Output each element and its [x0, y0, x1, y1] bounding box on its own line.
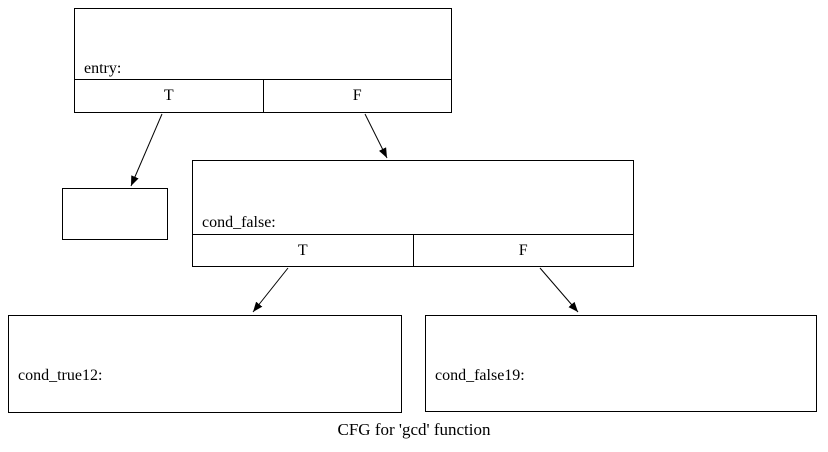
- node-cond-false-port-false: F: [412, 235, 634, 266]
- node-entry-body: entry: %tmp3 = icmp eq i32 %x, %y br i1 …: [75, 9, 451, 79]
- node-cond-false-title: cond_false:: [202, 214, 276, 231]
- graph-caption: CFG for 'gcd' function: [337, 420, 491, 439]
- edge-cond-false-false-to-cond-false19: [539, 267, 579, 313]
- node-cond-false19: cond_false19: %tmp22 = sub i32 %x, %y %t…: [425, 315, 817, 412]
- node-entry-title: entry:: [84, 60, 122, 77]
- node-return-body: return: ret i32 %x: [63, 189, 167, 239]
- node-entry-port-true: T: [163, 87, 174, 104]
- edge-entry-false-to-cond-false: [364, 113, 388, 159]
- node-cond-true12-title: cond_true12:: [18, 367, 103, 384]
- edge-cond-false-true-to-cond-true12: [252, 267, 289, 313]
- node-entry: entry: %tmp3 = icmp eq i32 %x, %y br i1 …: [74, 8, 452, 113]
- node-cond-false19-title: cond_false19:: [435, 367, 525, 384]
- node-entry-port-false: F: [262, 80, 452, 112]
- node-cond-true12-body: cond_true12: %tmp15 = sub i32 %y, %x %tm…: [9, 316, 401, 412]
- node-cond-false-body: cond_false: %tmp9 = icmp ult i32 %x, %y …: [193, 161, 633, 234]
- node-cond-false: cond_false: %tmp9 = icmp ult i32 %x, %y …: [192, 160, 634, 267]
- node-cond-false-port-true: T: [297, 242, 308, 259]
- edge-entry-true-to-return: [130, 113, 163, 187]
- node-cond-true12: cond_true12: %tmp15 = sub i32 %y, %x %tm…: [8, 315, 402, 413]
- node-cond-false19-body: cond_false19: %tmp22 = sub i32 %x, %y %t…: [426, 316, 816, 411]
- node-return-title: return:: [72, 238, 163, 239]
- node-return: return: ret i32 %x: [62, 188, 168, 240]
- node-entry-ports: T F: [75, 79, 451, 112]
- node-cond-false-ports: T F: [193, 234, 633, 266]
